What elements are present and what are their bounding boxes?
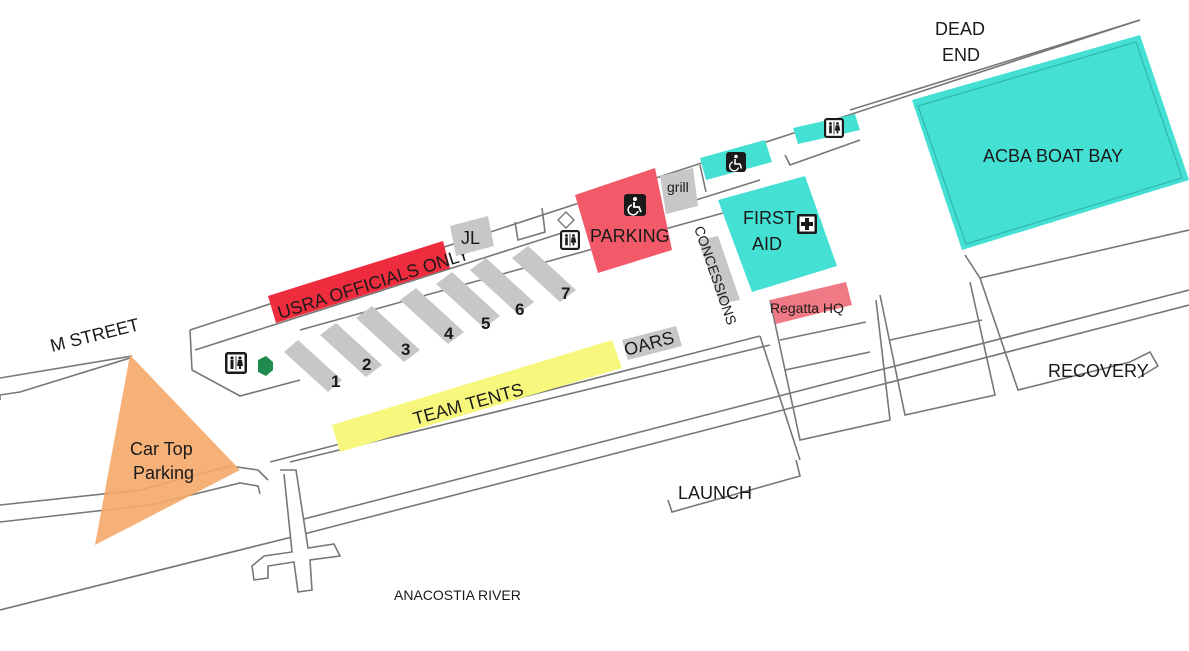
restroom-icon [824,118,844,138]
recovery-walk [979,277,1160,391]
trailer-slot-4 [400,288,464,344]
restroom-icon [225,352,247,374]
car-top-parking: Car Top Parking [95,355,240,545]
marker-diamond [557,211,575,229]
trailer-slot-1 [284,340,342,392]
first-aid-cross-icon [797,214,817,234]
dead-end-label-2: END [942,45,980,65]
parking-label: PARKING [590,226,670,246]
recovery-building [879,281,996,416]
shore-road-upper [299,289,1189,521]
first-aid-label-2: AID [752,234,782,254]
regatta-hq-area [770,282,852,324]
accessible-icon [726,152,746,172]
oars: OARS [622,326,682,360]
oars-area [622,326,682,360]
anacostia-river-label: ANACOSTIA RIVER [394,587,521,603]
regatta-hq: Regatta HQ [770,282,852,324]
regatta-hq-label: Regatta HQ [770,300,844,316]
river-edge [0,534,301,611]
launch-label: LAUNCH [678,483,752,503]
m-street-label: M STREET [48,314,141,355]
trailer-slot-2 [320,323,382,377]
accessible-icon [624,194,646,216]
accessible-parking: PARKING [575,168,672,273]
concessions-area [698,236,740,304]
accessible-stall [700,140,772,180]
trailer-slots: 1 2 3 4 5 6 7 [284,246,576,392]
jl-label: JL [461,228,480,248]
usra-officials-area [268,241,450,323]
top-road-inner [194,231,566,351]
grill: grill [660,168,698,214]
first-aid: FIRST AID [718,176,837,292]
trailer-slot-6 [470,258,534,314]
first-aid-area [718,176,837,292]
m-street-left [0,357,131,400]
trailer-number-7: 7 [561,284,570,303]
trailer-number-4: 4 [444,324,454,343]
acba-boat-bay-area [912,35,1189,250]
oars-label: OARS [622,327,676,360]
team-tents: TEAM TENTS [332,340,622,452]
grill-label: grill [667,179,689,195]
recovery-label: RECOVERY [1048,361,1149,381]
car-top-parking-area [95,355,240,545]
trailer-number-5: 5 [481,314,490,333]
small-building [514,207,546,242]
team-tents-area [332,340,622,452]
trailer-number-3: 3 [401,340,410,359]
dead-end-label-1: DEAD [935,19,985,39]
tree-icon [258,356,273,376]
car-top-label-2: Parking [133,463,194,483]
left-lot-outline [189,329,301,397]
grill-area [660,168,698,214]
launch-dock [667,459,801,513]
jl-area [450,216,494,256]
trailer-slot-3 [356,306,420,362]
dock-structure [251,469,342,593]
trailer-number-1: 1 [331,372,340,391]
acba-boat-bay: ACBA BOAT BAY [912,35,1189,250]
trailer-number-6: 6 [515,300,524,319]
first-aid-label-1: FIRST [743,208,795,228]
trailer-slot-7 [512,246,576,302]
trailer-slot-5 [436,272,500,328]
restroom-icon [560,230,580,250]
jl: JL [450,216,494,256]
car-top-label-1: Car Top [130,439,193,459]
shore-road-lower [299,304,1189,536]
acba-boat-bay-label: ACBA BOAT BAY [983,146,1123,166]
parking-area [575,168,672,273]
trailer-number-2: 2 [362,355,371,374]
curve-road-b [0,482,261,523]
